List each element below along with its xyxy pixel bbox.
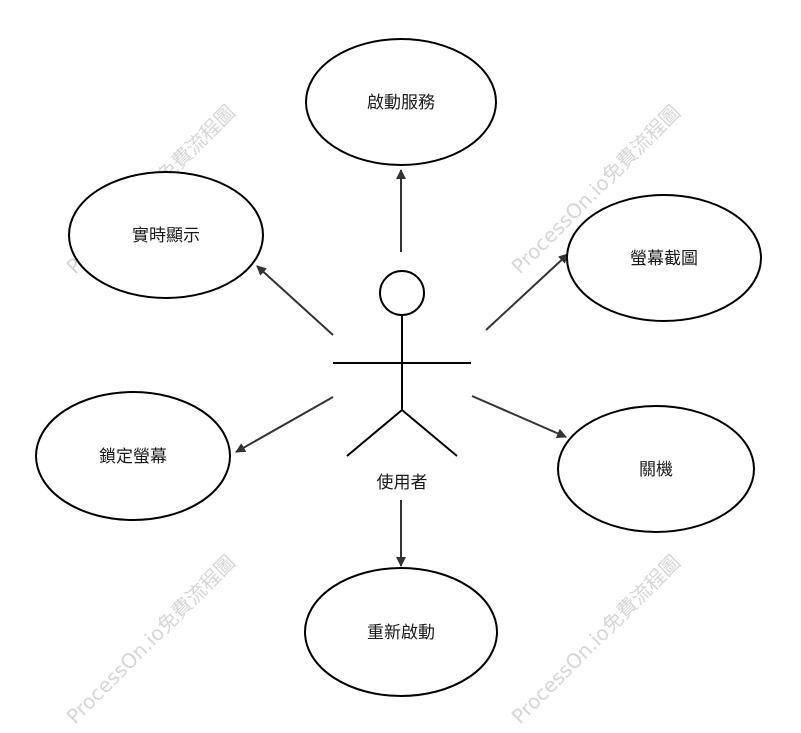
actor-left-leg <box>346 409 403 457</box>
edge-to-shutdown <box>471 395 567 438</box>
use-case-shutdown[interactable]: 關機 <box>557 405 755 533</box>
use-case-restart-shape <box>304 567 498 697</box>
use-case-screenshot[interactable]: 螢幕截圖 <box>566 194 762 322</box>
use-case-shutdown-label: 關機 <box>639 460 673 480</box>
connectors <box>235 169 569 567</box>
use-case-lock[interactable]: 鎖定螢幕 <box>35 391 231 521</box>
actor-figure: 使用者 <box>333 270 471 493</box>
use-case-restart[interactable]: 重新啟動 <box>304 567 498 697</box>
use-case-realtime[interactable]: 實時顯示 <box>68 171 264 299</box>
watermark-3: ProcessOn.io免費流程圖 <box>62 550 241 729</box>
use-case-lock-label: 鎖定螢幕 <box>99 447 167 467</box>
actor-right-leg <box>401 409 458 457</box>
use-case-start-shape <box>305 38 497 166</box>
edge-to-realtime <box>256 265 334 336</box>
use-case-shutdown-shape <box>557 405 755 533</box>
actor-head <box>379 270 425 316</box>
use-case-restart-label: 重新啟動 <box>367 623 435 643</box>
watermark-4: ProcessOn.io免費流程圖 <box>507 550 686 729</box>
use-case-realtime-shape <box>68 171 264 299</box>
edge-to-lock <box>235 396 334 453</box>
use-case-start-label: 啟動服務 <box>367 93 435 113</box>
use-case-lock-shape <box>35 391 231 521</box>
edge-to-screenshot <box>485 253 569 331</box>
use-case-screenshot-label: 螢幕截圖 <box>630 249 698 269</box>
use-case-screenshot-shape <box>566 194 762 322</box>
use-case-realtime-label: 實時顯示 <box>132 226 200 246</box>
use-case-start[interactable]: 啟動服務 <box>305 38 497 166</box>
actor-label: 使用者 <box>377 472 428 493</box>
